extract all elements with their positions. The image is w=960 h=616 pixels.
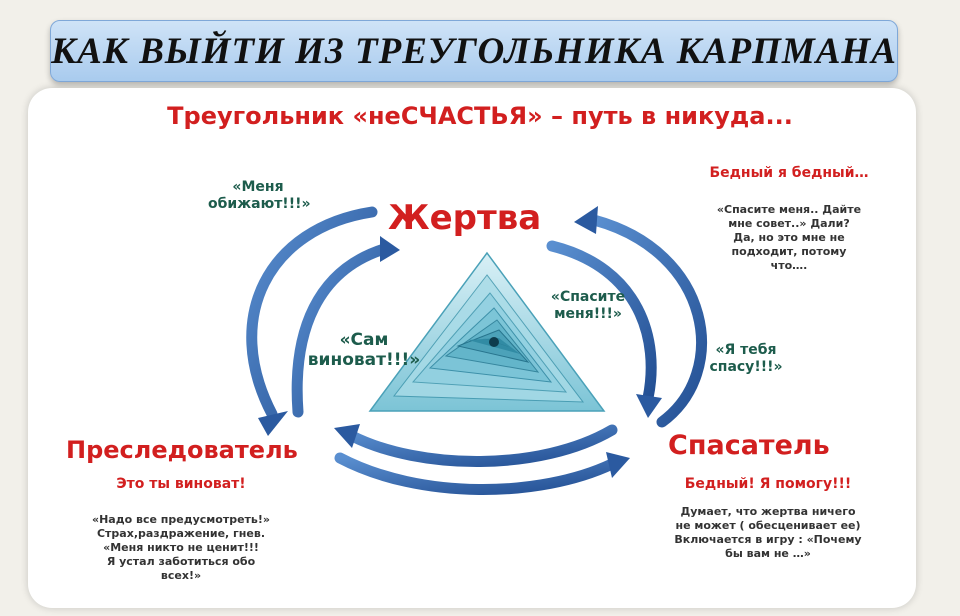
arrow-victim-to-persecutor [246, 206, 378, 420]
arrowhead-left-inner [380, 236, 400, 262]
quote-ill-save: «Я тебя спасу!!!» [709, 342, 783, 375]
persecutor-note: «Надо все предусмотреть!» Страх,раздраже… [92, 513, 270, 582]
quote-own-fault: «Сам виноват!!!» [307, 330, 421, 370]
rescuer-note-heading: Бедный! Я помогу!!! [684, 476, 852, 492]
arrow-rescuer-to-victim [588, 214, 707, 428]
arrowhead-bottom-upper [334, 424, 360, 448]
cycle-arrows [246, 206, 707, 495]
victim-note: «Спасите меня.. Дайте мне совет..» Дали?… [716, 203, 862, 272]
victim-note-heading: Бедный я бедный… [709, 165, 869, 181]
arrow-persecutor-to-rescuer [334, 452, 618, 495]
diagram-subtitle: Треугольник «неСЧАСТЬЯ» – путь в никуда.… [167, 102, 793, 130]
role-victim: Жертва [388, 198, 542, 238]
arrowhead-left-outer [258, 411, 288, 436]
arrow-victim-to-rescuer [546, 240, 657, 404]
page-title: КАК ВЫЙТИ ИЗ ТРЕУГОЛЬНИКА КАРПМАНА [51, 30, 897, 72]
role-persecutor: Преследователь [66, 436, 298, 464]
arrowhead-right-outer [574, 206, 598, 234]
arrow-rescuer-to-persecutor [346, 424, 618, 467]
quote-save-me: «Спасите меня!!!» [550, 289, 626, 322]
arrowhead-right-inner [636, 394, 662, 418]
spiral-triangle [368, 251, 606, 412]
title-banner: КАК ВЫЙТИ ИЗ ТРЕУГОЛЬНИКА КАРПМАНА [50, 20, 898, 82]
quote-offended: «Меня обижают!!!» [208, 179, 311, 212]
persecutor-note-heading: Это ты виноват! [116, 476, 246, 492]
role-rescuer: Спасатель [668, 430, 830, 461]
arrow-persecutor-to-victim [291, 243, 390, 418]
arrowhead-bottom-lower [606, 452, 630, 478]
rescuer-note: Думает, что жертва ничего не может ( обе… [674, 505, 862, 560]
